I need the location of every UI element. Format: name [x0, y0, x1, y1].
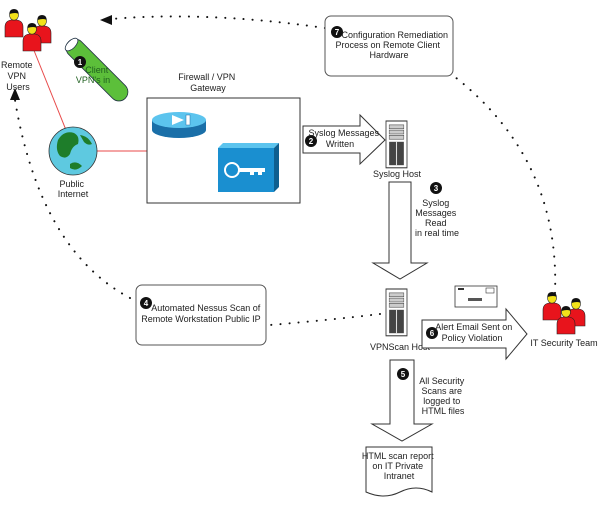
step-2-arrow [302, 113, 386, 166]
firewall-label: Firewall / VPN Gateway [178, 72, 238, 93]
globe-icon [48, 126, 98, 176]
svg-text:4: 4 [144, 299, 149, 308]
step-1-label: Client VPN's in [76, 65, 111, 85]
arrowhead-to-users [100, 15, 112, 25]
html-report-document [365, 446, 433, 497]
svg-text:1: 1 [78, 58, 83, 67]
key-lock-icon [218, 143, 279, 192]
step-6-label: Alert Email Sent on Policy Violation [435, 322, 515, 343]
it-security-team-icon [542, 291, 586, 335]
path-itsec-to-remediation [454, 76, 557, 294]
svg-text:3: 3 [434, 184, 439, 193]
it-security-team-label: IT Security Team [530, 338, 597, 348]
step-2-label: Syslog Messages Written [308, 128, 381, 149]
step-3-arrow [371, 181, 429, 280]
path-remediation-to-users [99, 15, 326, 29]
public-internet-label: Public Internet [58, 179, 89, 199]
email-icon [454, 285, 498, 308]
link-users-internet [32, 47, 71, 141]
syslog-server-icon [385, 120, 408, 169]
step-2-badge: 2 [305, 135, 317, 147]
step-7-badge: 7 [331, 26, 343, 38]
step-1-badge: 1 [74, 56, 86, 68]
step-5-arrow [370, 359, 434, 442]
svg-text:5: 5 [401, 370, 406, 379]
step-4-box [135, 284, 267, 346]
svg-text:2: 2 [309, 137, 314, 146]
arrowhead-up-to-users [10, 88, 20, 100]
vpnscan-server-icon [385, 288, 408, 337]
html-report-label: HTML scan report on IT Private Intranet [362, 451, 436, 481]
step-3-label: Syslog Messages Read in real time [415, 198, 459, 238]
step-5-badge: 5 [397, 368, 409, 380]
path-scan-to-users [14, 99, 131, 299]
router-icon [152, 112, 206, 138]
svg-text:7: 7 [335, 28, 340, 37]
step-3-badge: 3 [430, 182, 442, 194]
step-4-label: Automated Nessus Scan of Remote Workstat… [141, 303, 262, 324]
vpnscan-host-label: VPNScan Host [370, 342, 431, 352]
step-7-box [324, 15, 454, 77]
step-7-label: Configuration Remediation Process on Rem… [335, 30, 450, 60]
syslog-host-label: Syslog Host [373, 169, 422, 179]
step-6-arrow [421, 307, 528, 361]
svg-text:6: 6 [430, 329, 435, 338]
step-6-badge: 6 [426, 327, 438, 339]
step-4-badge: 4 [140, 297, 152, 309]
remote-users-icon [4, 8, 52, 52]
remote-users-label: Remote VPN Users [1, 60, 35, 92]
path-vpnscan-to-scan [269, 313, 381, 326]
step-5-label: All Security Scans are logged to HTML fi… [419, 376, 467, 416]
